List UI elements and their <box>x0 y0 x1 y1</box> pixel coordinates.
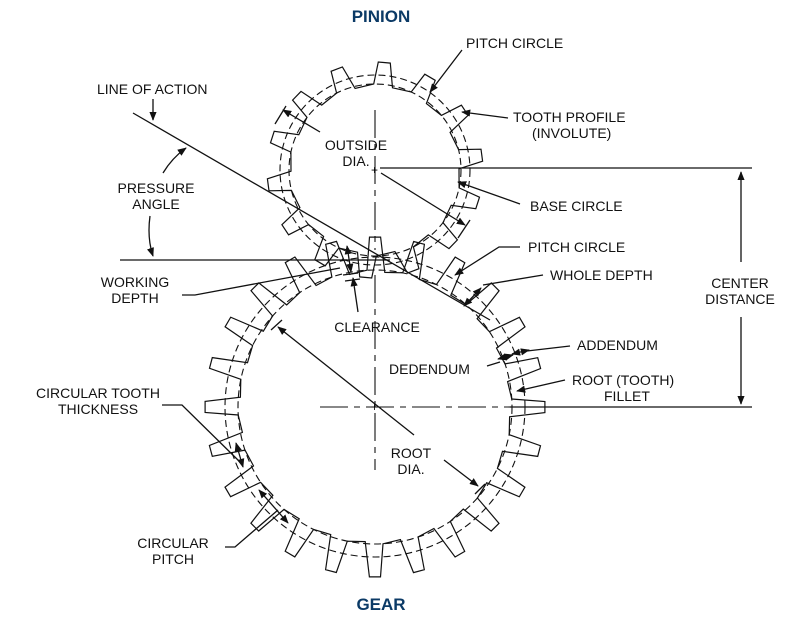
pressure-angle-label-2: ANGLE <box>132 196 179 212</box>
pinion-gear <box>266 61 484 279</box>
dedendum-label: DEDENDUM <box>389 361 470 377</box>
working-depth-leader <box>182 267 341 296</box>
root-dia-arrow-lower <box>443 459 479 487</box>
center-distance-label-2: DISTANCE <box>705 291 775 307</box>
circular-tooth-thickness-label-1: CIRCULAR TOOTH <box>36 385 160 401</box>
outside-dia-arrow-upper <box>282 109 321 133</box>
addendum-leader <box>526 345 571 352</box>
root-dia-label-2: DIA. <box>397 461 424 477</box>
working-depth-arrow <box>344 245 354 273</box>
circular-pitch-leader <box>225 509 279 548</box>
line-of-action <box>132 112 491 321</box>
addendum-label: ADDENDUM <box>577 337 658 353</box>
circular-pitch-arrow <box>258 489 289 524</box>
circular-tooth-thickness-leader <box>162 404 241 463</box>
gear-pitch-circle-arrow <box>454 246 520 276</box>
whole-depth-leader <box>482 274 544 286</box>
clearance-tick-2 <box>344 278 361 282</box>
pressure-angle-arrow-down <box>146 215 154 257</box>
base-circle-arrow <box>457 181 521 205</box>
outside-dia-arrow-lower <box>380 172 466 226</box>
circular-tooth-thickness-label-2: THICKNESS <box>58 401 138 417</box>
clearance-arrow <box>350 277 359 313</box>
gear-center-mark: + <box>371 400 378 414</box>
gear-title: GEAR <box>356 595 405 614</box>
pinion-center-mark: + <box>371 163 378 177</box>
pinion-pitch-circle <box>279 74 471 266</box>
clearance-tick-1 <box>342 272 359 276</box>
pinion-pitch-circle-arrow <box>429 49 463 93</box>
outside-dia-label-1: OUTSIDE <box>325 137 387 153</box>
outside-dia-tick-upper <box>274 105 287 125</box>
pinion-base-circle <box>288 83 462 257</box>
root-dia-tick-lower <box>474 483 486 495</box>
pressure-angle-arrow-up <box>162 147 187 174</box>
pressure-angle-label-1: PRESSURE <box>117 180 194 196</box>
root-fillet-label-1: ROOT (TOOTH) <box>572 372 674 388</box>
whole-depth-label: WHOLE DEPTH <box>550 267 653 283</box>
dedendum-leader <box>486 361 501 367</box>
outside-dia-tick-lower <box>457 219 471 239</box>
center-distance-label-1: CENTER <box>711 275 769 291</box>
circular-pitch-label-1: CIRCULAR <box>137 535 209 551</box>
tooth-profile-label-1: TOOTH PROFILE <box>513 109 626 125</box>
tooth-profile-label-2: (INVOLUTE) <box>532 125 611 141</box>
root-fillet-arrow <box>516 379 566 393</box>
working-depth-label-1: WORKING <box>101 274 169 290</box>
gear-tooth-outline <box>204 236 546 578</box>
line-of-action-label: LINE OF ACTION <box>97 81 207 97</box>
pinion-title: PINION <box>352 7 411 26</box>
clearance-label: CLEARANCE <box>334 319 420 335</box>
dedendum-arrow <box>497 353 514 361</box>
root-dia-label-1: ROOT <box>391 445 432 461</box>
circular-tooth-thickness-arrow <box>234 442 245 468</box>
root-dia-arrow-upper <box>277 326 415 436</box>
circular-pitch-label-2: PITCH <box>152 551 194 567</box>
addendum-arrow <box>511 348 530 356</box>
outside-dia-label-2: DIA. <box>342 153 369 169</box>
gear-pitch-circle-label: PITCH CIRCLE <box>528 239 625 255</box>
pinion-pitch-circle-label: PITCH CIRCLE <box>466 35 563 51</box>
tooth-profile-arrow <box>461 109 509 119</box>
whole-depth-arrow <box>463 287 482 307</box>
root-dia-tick-upper <box>270 319 283 331</box>
base-circle-label: BASE CIRCLE <box>530 198 623 214</box>
working-depth-label-2: DEPTH <box>111 290 158 306</box>
root-fillet-label-2: FILLET <box>604 388 650 404</box>
